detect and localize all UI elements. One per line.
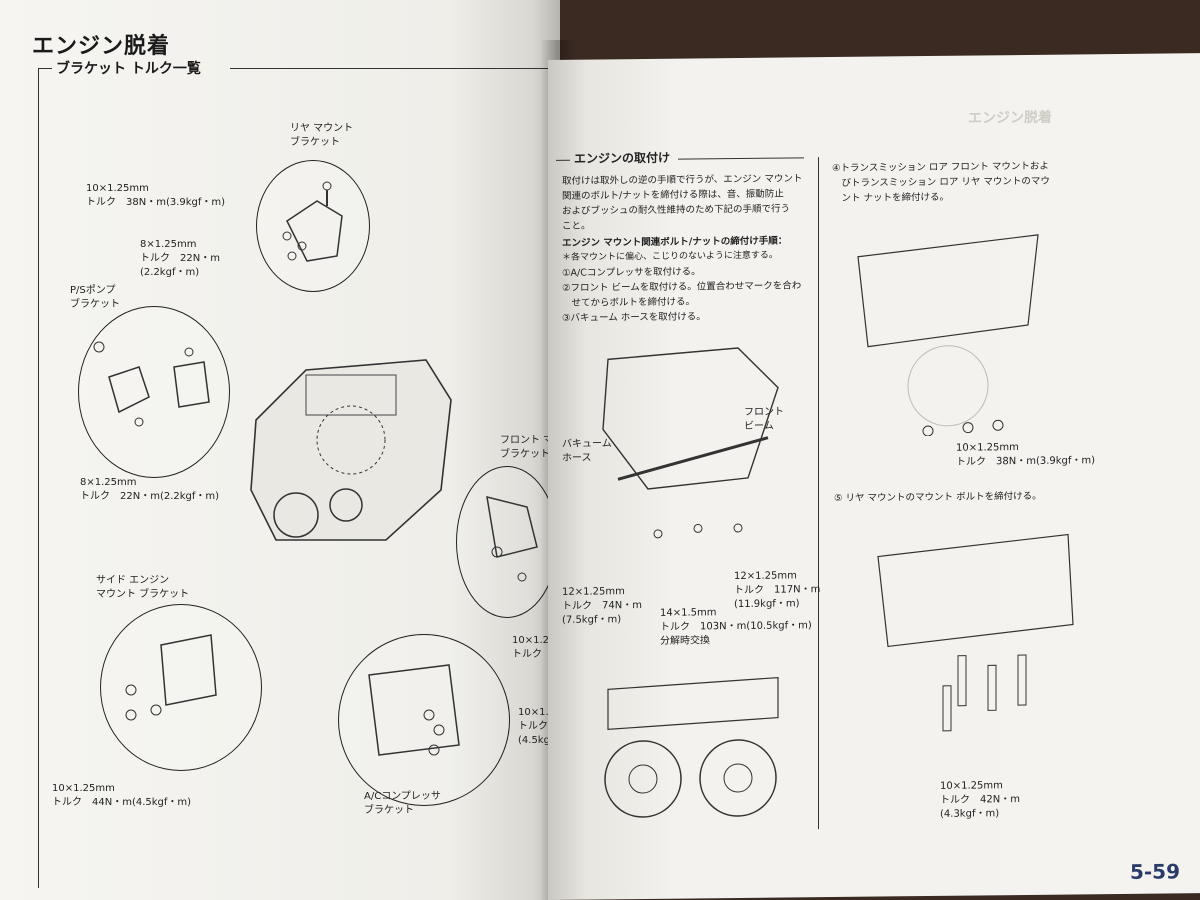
front-beam-illustration xyxy=(602,347,779,539)
front-mount-bracket-icon xyxy=(486,495,538,582)
rear-mount-label: リヤ マウントブラケット xyxy=(290,123,354,148)
ac-compressor-label: A/Cコンプレッサブラケット xyxy=(364,791,441,816)
transmission-mount-illustration xyxy=(857,234,1039,437)
rear-mount-bracket-icon xyxy=(282,181,343,262)
section-subhead: ブラケット トルク一覧 xyxy=(56,61,201,77)
page-title: エンジン脱着 xyxy=(32,34,171,59)
page-number: 5-59 xyxy=(1129,859,1180,884)
engine-illustration xyxy=(250,359,452,541)
front-beam-label: フロントビーム xyxy=(744,406,784,432)
left-page: エンジン脱着 ブラケット トルク一覧 リヤ マウントブラケット 10×1.25m… xyxy=(0,0,598,900)
vacuum-hose-label: バキュームホース xyxy=(562,438,612,464)
ps-pump-detail-circle xyxy=(78,306,230,478)
subhead-rule-right xyxy=(230,68,548,69)
ac-compressor-bracket-icon xyxy=(368,664,460,756)
subhead-rule-left xyxy=(38,68,52,69)
ps-pump-label: P/Sポンプブラケット xyxy=(70,285,120,310)
procedure-steps: ①A/Cコンプレッサを取付ける。②フロント ビームを取付ける。位置合わせマークを… xyxy=(562,266,802,324)
section-heading: エンジンの取付け xyxy=(574,150,671,166)
ps-pump-bracket-icon xyxy=(93,341,210,427)
column-divider xyxy=(818,157,819,830)
left-margin-rule xyxy=(38,68,39,888)
section-rule-right xyxy=(678,157,804,160)
right-page: エンジン脱着 エンジンの取付け 取付けは取外しの逆の手順で行うが、エンジン マウ… xyxy=(548,53,1200,900)
intro-text: 取付けは取外しの逆の手順で行うが、エンジン マウント関連のボルト/ナットを締付け… xyxy=(562,173,803,232)
faint-running-head: エンジン脱着 xyxy=(968,109,1052,127)
step-4-text: ④トランスミッション ロア フロント マウントおよ びトランスミッション ロア … xyxy=(832,160,1050,205)
side-mount-detail-circle xyxy=(100,604,262,771)
section-rule-left xyxy=(556,159,570,161)
front-mount-detail-circle xyxy=(456,466,558,618)
rear-mount-detail-circle xyxy=(256,160,370,292)
rear-mount-illustration xyxy=(877,533,1074,732)
side-mount-label: サイド エンジンマウント ブラケット xyxy=(96,575,190,600)
step-5-text: ⑤ リヤ マウントのマウント ボルトを締付ける。 xyxy=(834,490,1042,505)
ac-compressor-detail-circle xyxy=(338,634,510,806)
side-mount-bracket-icon xyxy=(125,634,217,721)
mount-bushing-illustration xyxy=(604,676,779,818)
